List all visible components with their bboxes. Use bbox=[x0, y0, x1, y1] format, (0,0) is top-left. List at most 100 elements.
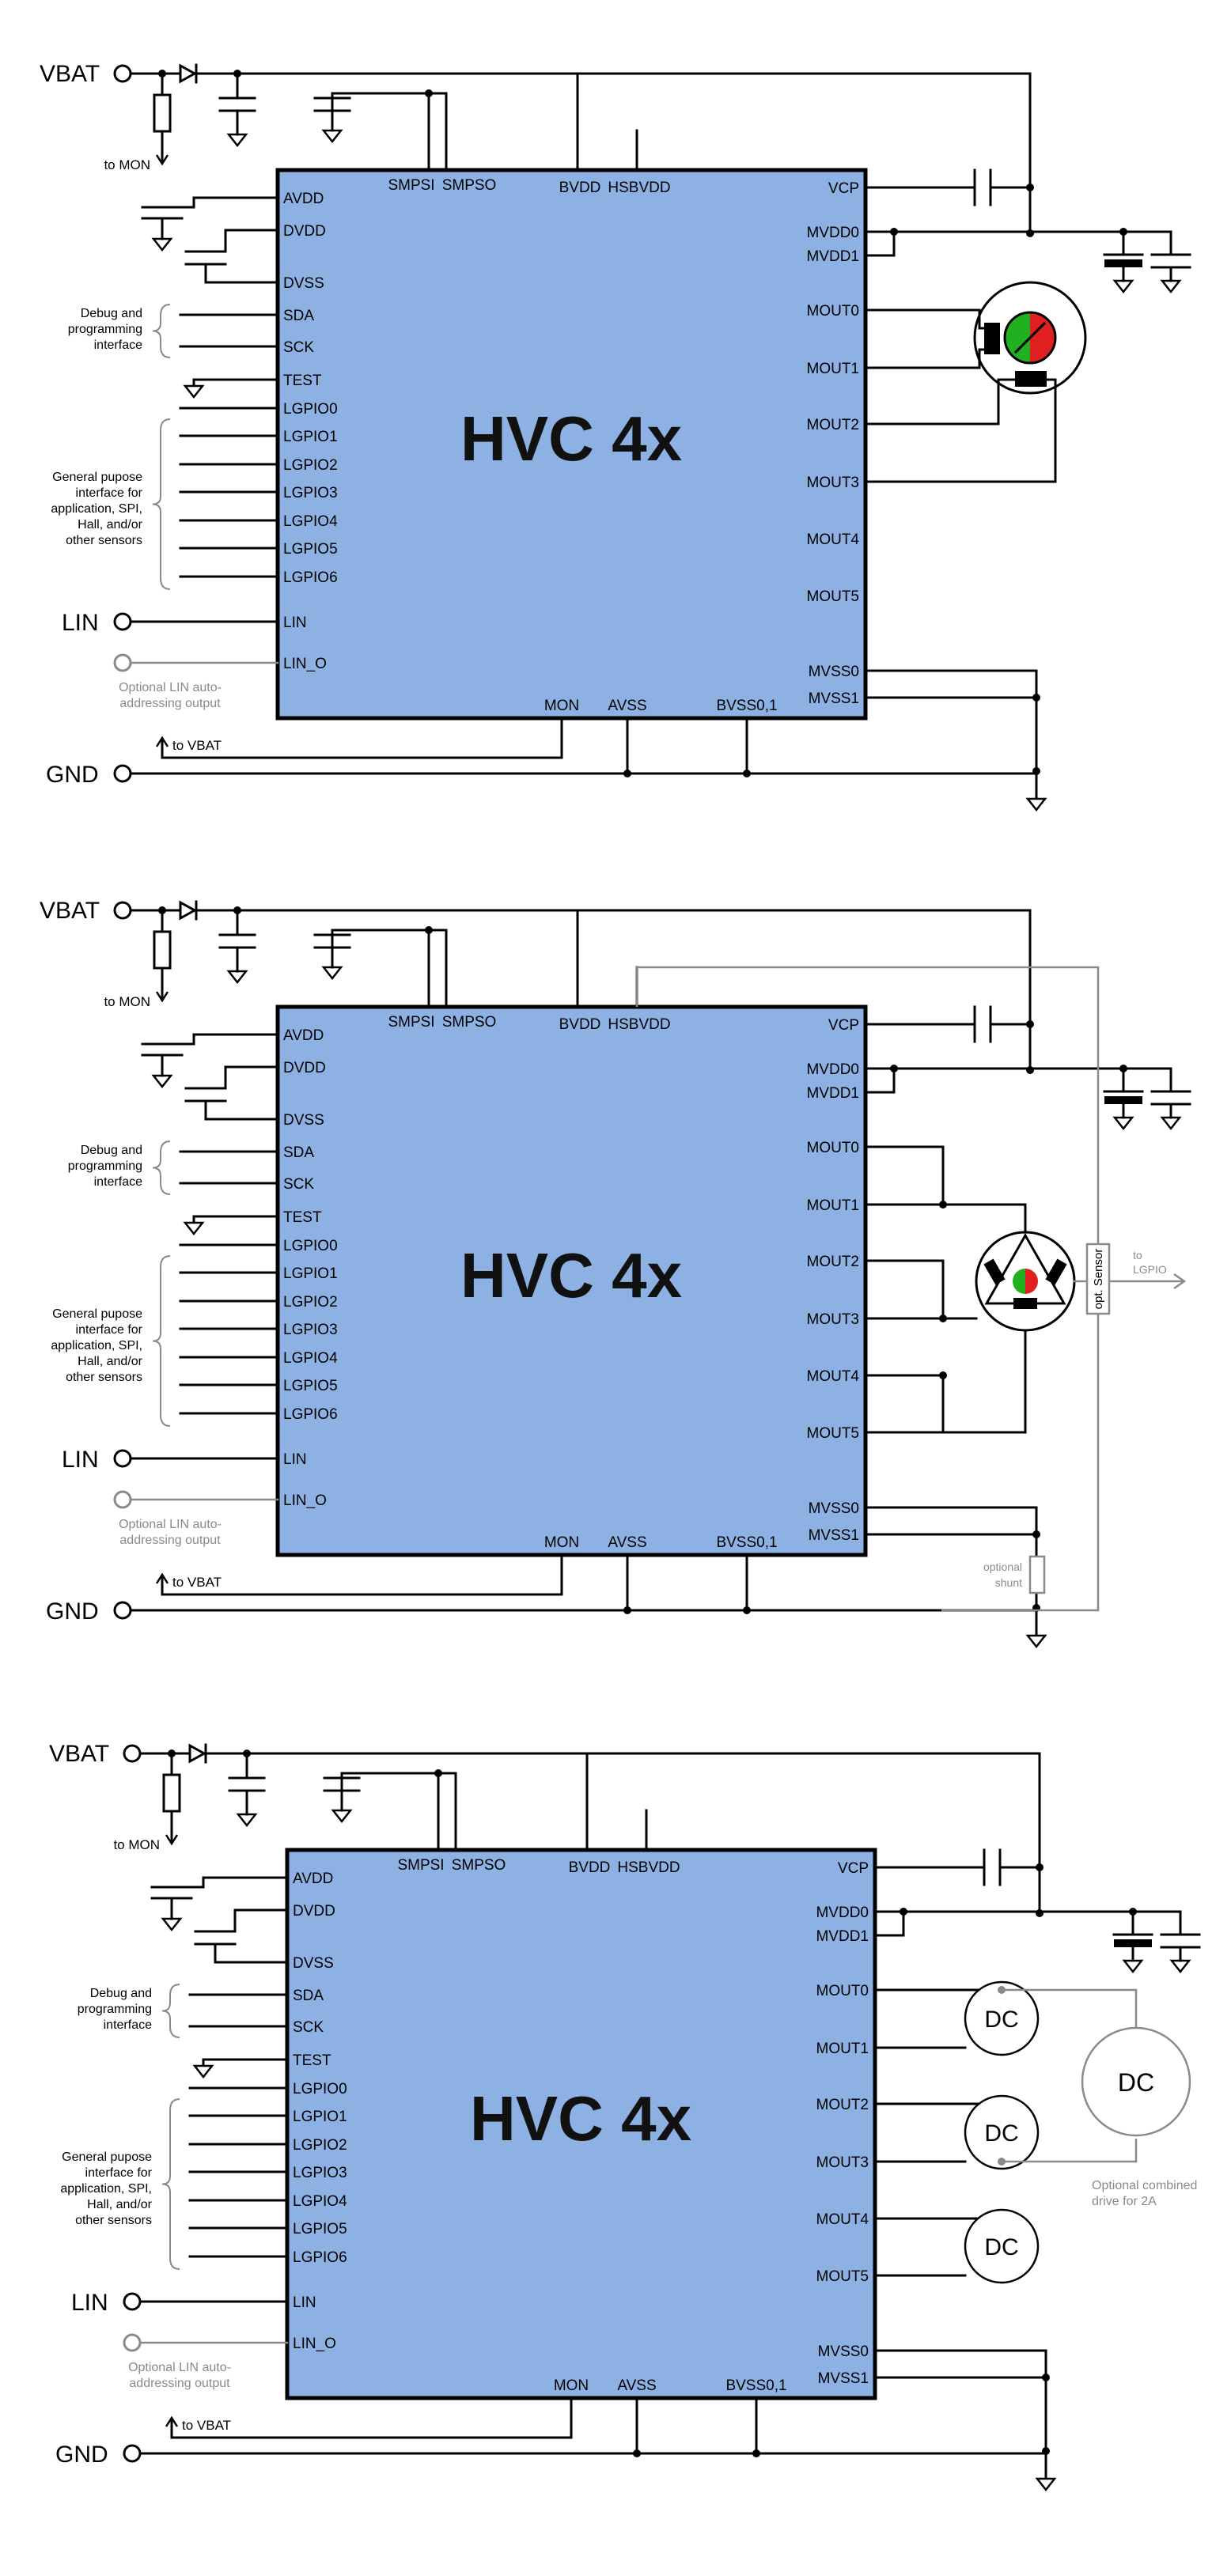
pin-smpso: SMPSO bbox=[442, 1014, 497, 1031]
lin-o-label: addressing output bbox=[129, 2377, 230, 2390]
pin-test: TEST bbox=[283, 373, 322, 389]
pin-mvdd0: MVDD0 bbox=[816, 1905, 869, 1921]
lin-o-terminal-icon bbox=[123, 2333, 142, 2352]
to-vbat-label: to VBAT bbox=[182, 2418, 231, 2433]
ground-icon bbox=[183, 1221, 205, 1236]
lin-o-label: Optional LIN auto- bbox=[119, 1518, 222, 1531]
gnd-label: GND bbox=[55, 2442, 108, 2468]
wire bbox=[170, 2398, 573, 2439]
wire bbox=[865, 378, 1015, 426]
wire bbox=[865, 308, 984, 330]
ground-icon bbox=[183, 384, 205, 399]
ground-icon bbox=[151, 1074, 173, 1089]
pin-sda: SDA bbox=[283, 1144, 314, 1161]
pin-lgpio4: LGPIO4 bbox=[283, 1350, 338, 1367]
ground-icon bbox=[1025, 1634, 1047, 1649]
ground-icon bbox=[1122, 1959, 1144, 1974]
pin-dvdd: DVDD bbox=[283, 223, 326, 240]
wire bbox=[1133, 1910, 1182, 1935]
combined-drive-label: drive for 2A bbox=[1092, 2195, 1157, 2208]
pin-test: TEST bbox=[293, 2052, 331, 2069]
gnd-label: GND bbox=[46, 1598, 99, 1625]
pin-mout4: MOUT4 bbox=[816, 2211, 869, 2228]
pin-sck: SCK bbox=[283, 1176, 314, 1193]
resistor-icon bbox=[153, 930, 172, 970]
pin-lgpio2: LGPIO2 bbox=[283, 1294, 338, 1311]
junction-dot bbox=[743, 770, 751, 777]
lin-o-terminal-icon bbox=[113, 1490, 132, 1509]
pin-lin_o: LIN_O bbox=[283, 656, 327, 672]
pin-lgpio1: LGPIO1 bbox=[283, 1265, 338, 1282]
wire bbox=[865, 232, 896, 257]
wire bbox=[865, 348, 984, 369]
dc-motor-icon bbox=[964, 2208, 1040, 2284]
pin-mvdd1: MVDD1 bbox=[806, 1085, 859, 1102]
diode-icon bbox=[188, 1743, 207, 1764]
to-mon-label: to MON bbox=[113, 1837, 160, 1852]
pin-mout4: MOUT4 bbox=[807, 531, 860, 548]
pin-smpsi: SMPSI bbox=[397, 1857, 444, 1874]
pin-mout4: MOUT4 bbox=[807, 1368, 860, 1385]
brace-icon bbox=[161, 2098, 180, 2270]
ground-icon bbox=[1035, 2477, 1057, 2492]
wire bbox=[214, 1944, 287, 1964]
dc-label: DC bbox=[984, 2234, 1018, 2260]
wire bbox=[429, 92, 448, 170]
vbat-terminal-icon bbox=[113, 901, 132, 920]
pin-lgpio5: LGPIO5 bbox=[283, 1378, 338, 1394]
ground-icon bbox=[226, 133, 248, 148]
capacitor-icon bbox=[141, 206, 184, 220]
pin-avss: AVSS bbox=[617, 2377, 656, 2394]
pin-mon: MON bbox=[554, 2377, 589, 2394]
diode-icon bbox=[188, 1743, 207, 1764]
ground-icon bbox=[192, 2064, 214, 2079]
ground-icon bbox=[236, 1813, 258, 1828]
gpio-interface-label: other sensors bbox=[66, 534, 142, 547]
pin-mvdd1: MVDD1 bbox=[816, 1928, 869, 1945]
gpio-interface-label: Hall, and/or bbox=[78, 518, 142, 531]
pin-mvss0: MVSS0 bbox=[809, 664, 859, 680]
pin-mvss0: MVSS0 bbox=[818, 2343, 869, 2360]
pin-sda: SDA bbox=[293, 1988, 324, 2004]
lin-terminal-icon bbox=[113, 1449, 132, 1468]
pin-lgpio3: LGPIO3 bbox=[283, 1322, 338, 1338]
wire bbox=[192, 1033, 278, 1044]
to-vbat-label: to VBAT bbox=[172, 1575, 222, 1590]
bldc-motor-icon bbox=[975, 1231, 1076, 1332]
wire bbox=[865, 1145, 945, 1205]
wire bbox=[429, 929, 448, 1007]
brace-icon bbox=[152, 1140, 171, 1195]
sensor-label: opt. Sensor bbox=[1092, 1249, 1105, 1310]
ground-icon bbox=[1160, 1116, 1182, 1131]
to-mon-label: to MON bbox=[104, 994, 150, 1009]
chip-title: HVC 4x bbox=[460, 1240, 682, 1311]
gpio-interface-label: application, SPI, bbox=[51, 502, 142, 516]
combined-dc-motor-icon bbox=[1081, 2026, 1191, 2137]
pin-hsbvdd: HSBVDD bbox=[608, 1016, 670, 1033]
wire bbox=[865, 1374, 945, 1432]
pin-bvdd: BVDD bbox=[559, 180, 601, 196]
resistor-icon bbox=[162, 1773, 181, 1813]
wire bbox=[875, 2349, 1047, 2479]
junction-dot bbox=[939, 1201, 947, 1209]
debug-interface-label: interface bbox=[94, 1175, 142, 1189]
lin-o-label: Optional LIN auto- bbox=[128, 2361, 231, 2374]
pin-lgpio4: LGPIO4 bbox=[293, 2193, 347, 2210]
debug-interface-label: Debug and bbox=[90, 1987, 152, 2000]
capacitor-icon bbox=[218, 96, 256, 112]
to-lgpio-label: LGPIO bbox=[1133, 1263, 1167, 1276]
ground-icon bbox=[183, 384, 205, 399]
wire bbox=[635, 966, 1100, 1244]
lin-label: LIN bbox=[71, 2290, 108, 2316]
ground-icon bbox=[151, 237, 173, 252]
pin-bvss: BVSS0,1 bbox=[716, 698, 777, 714]
coil-icon bbox=[1015, 371, 1047, 387]
wire bbox=[155, 991, 169, 1003]
pin-lgpio6: LGPIO6 bbox=[283, 1406, 338, 1423]
wire bbox=[155, 154, 169, 166]
ground-icon bbox=[321, 966, 343, 981]
ground-icon bbox=[236, 1813, 258, 1828]
ground-icon bbox=[321, 966, 343, 981]
pin-mout3: MOUT3 bbox=[807, 475, 860, 491]
pin-smpsi: SMPSI bbox=[388, 177, 434, 194]
